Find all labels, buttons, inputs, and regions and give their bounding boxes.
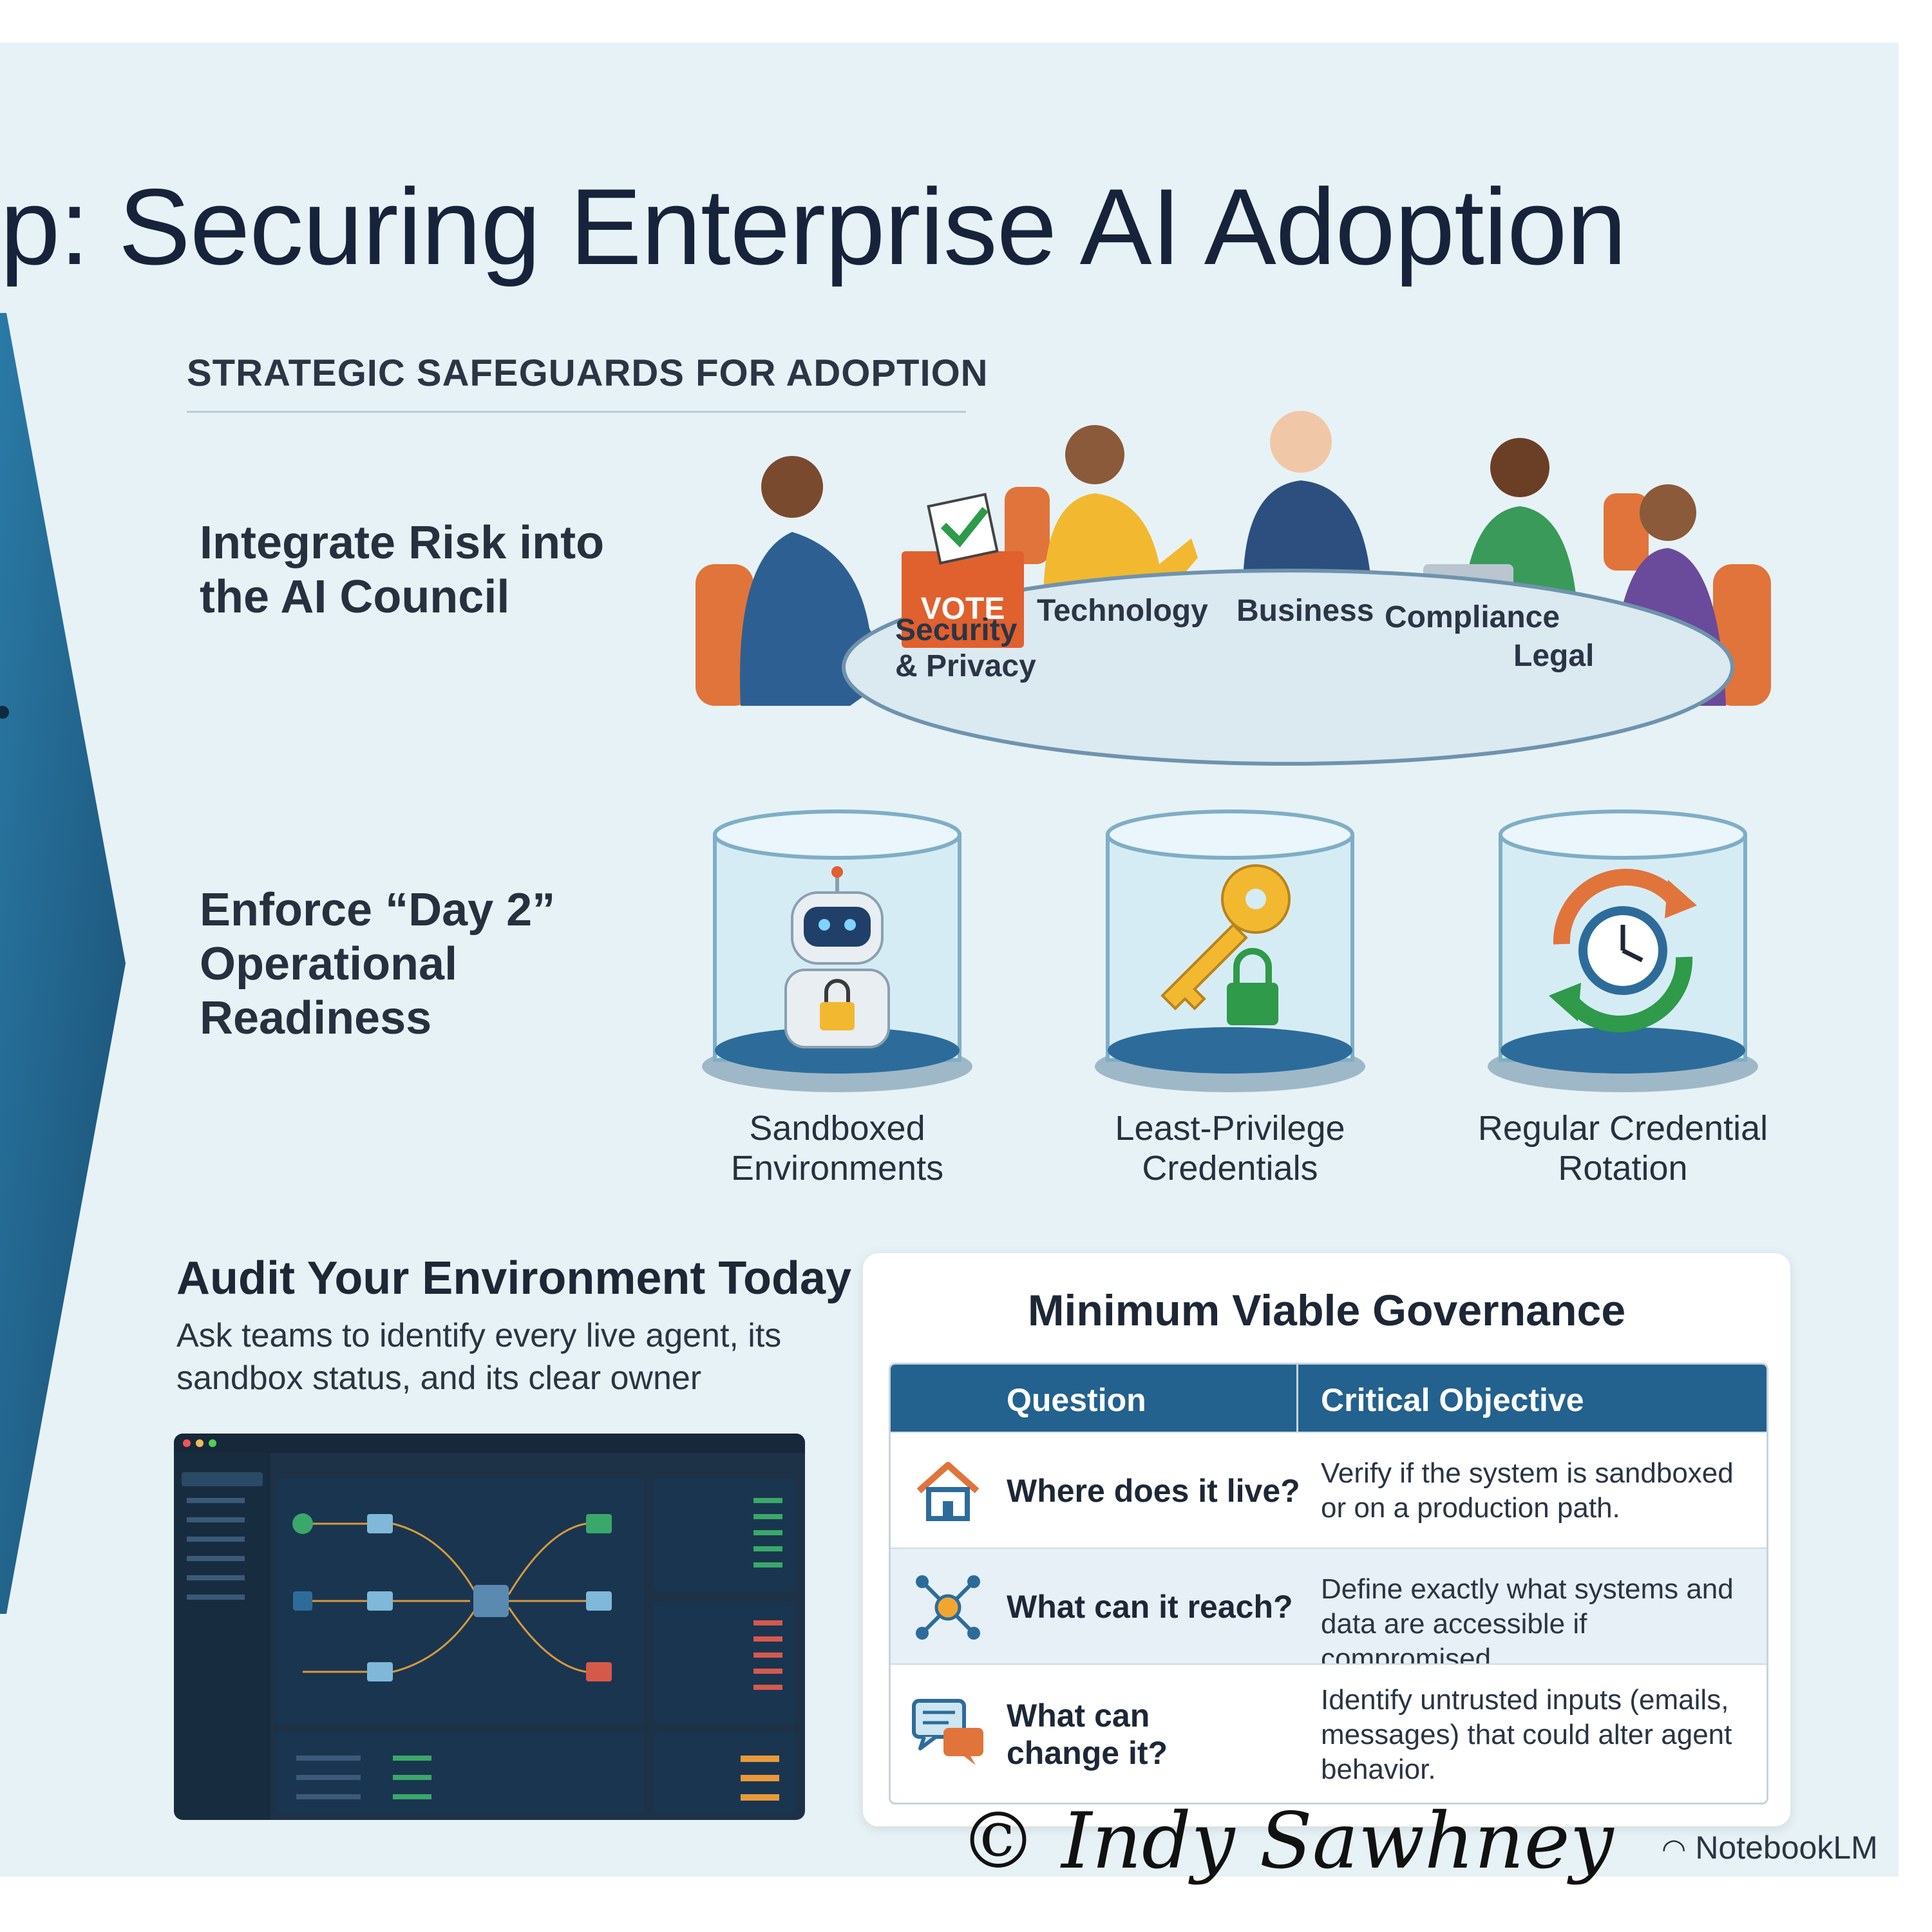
readiness-caption-1-line2: Environments [730,1149,944,1188]
seat-business: Business [1236,594,1374,628]
question-3: What can change it? [1007,1697,1168,1772]
seat-security-line1: Security [895,613,1018,647]
council-heading-line1: Integrate Risk into [200,517,605,569]
section-heading: STRATEGIC SAFEGUARDS FOR ADOPTION [187,352,989,394]
readiness-caption-2-line1: Least-Privilege [1115,1109,1345,1148]
notebooklm-logo-icon: ◠ [1662,1833,1687,1865]
table-row: What can it reach? Define exactly what s… [891,1548,1766,1674]
chair-back-2 [1604,493,1649,571]
house-icon [916,1462,980,1521]
readiness-heading-line2: Operational [200,938,458,990]
header-objective: Critical Objective [1321,1382,1584,1418]
seat-security-line2: & Privacy [895,649,1036,683]
notebooklm-brand: ◠ NotebookLM [1662,1829,1878,1866]
objective-3-line3: behavior. [1321,1754,1436,1785]
dashboard-graphic [174,1434,805,1820]
readiness-caption-2: Least-Privilege Credentials [1063,1108,1397,1188]
objective-3-line1: Identify untrusted inputs (emails, [1321,1684,1729,1716]
page-title: p: Securing Enterprise AI Adoption [0,166,1627,287]
seat-compliance: Compliance [1385,600,1560,634]
question-1: Where does it live? [1007,1473,1300,1509]
seat-legal: Legal [1513,639,1595,673]
question-2: What can it reach? [1007,1589,1293,1625]
objective-2: Define exactly what systems and data are… [1321,1572,1746,1676]
vote-box: VOTE [902,493,1024,648]
readiness-heading-line1: Enforce “Day 2” [200,884,556,936]
author-signature: © Indy Sawhney [960,1797,1614,1886]
notebooklm-label: NotebookLM [1695,1830,1878,1866]
objective-1-line2: or on a production path. [1321,1492,1620,1524]
governance-table: Question Critical Objective Where does i… [889,1363,1768,1804]
chair-back-1 [1005,487,1050,564]
governance-title: Minimum Viable Governance [1027,1286,1626,1335]
network-nodes-icon [916,1575,980,1640]
readiness-caption-3-line2: Rotation [1558,1149,1688,1188]
governance-card: Minimum Viable Governance Question Criti… [863,1253,1790,1826]
table-row: Where does it live? Verify if the system… [891,1432,1766,1549]
jar-sandboxed [702,810,972,1092]
round-table [842,569,1734,766]
jar-least-privilege [1095,810,1365,1092]
readiness-caption-1: Sandboxed Environments [670,1108,1005,1188]
vote-label: VOTE [921,592,1005,626]
question-3-line2: change it? [1007,1735,1168,1771]
header-question: Question [1007,1382,1146,1418]
seat-security: Security & Privacy [895,612,1036,685]
audit-text-line2: sandbox status, and its clear owner [176,1359,702,1397]
robot-lock-icon [784,866,890,1048]
objective-3-line2: messages) that could alter agent [1321,1719,1732,1750]
council-table-illustration: VOTE [696,411,1771,766]
council-heading-line2: the AI Council [200,571,510,623]
clock-rotation-icon [1549,869,1697,1032]
council-heading: Integrate Risk into the AI Council [200,516,604,624]
audit-text-line1: Ask teams to identify every live agent, … [176,1317,782,1354]
person-business [1243,411,1372,590]
chevron-shape [0,313,126,1614]
slide-panel: p: Securing Enterprise AI Adoption STRAT… [0,43,1899,1877]
objective-3: Identify untrusted inputs (emails, messa… [1321,1683,1746,1787]
audit-heading: Audit Your Environment Today [176,1253,852,1304]
seat-technology: Technology [1037,594,1208,628]
dashboard-screenshot [174,1434,805,1820]
chair-left [696,564,753,706]
objective-1: Verify if the system is sandboxed or on … [1321,1456,1746,1526]
readiness-caption-3: Regular Credential Rotation [1455,1108,1790,1188]
readiness-heading: Enforce “Day 2” Operational Readiness [200,883,555,1045]
readiness-caption-1-line1: Sandboxed [749,1109,925,1148]
readiness-caption-3-line1: Regular Credential [1477,1109,1768,1148]
table-row: What can change it? Identify untrusted i… [891,1663,1766,1803]
objective-1-line1: Verify if the system is sandboxed [1321,1457,1734,1489]
audit-text: Ask teams to identify every live agent, … [176,1314,820,1399]
key-lock-icon [1160,864,1291,1025]
objective-2-line1: Define exactly what systems and [1321,1573,1734,1605]
jar-rotation [1488,810,1758,1092]
chat-bubbles-icon [912,1699,983,1765]
readiness-caption-2-line2: Credentials [1142,1149,1318,1188]
table-header: Question Critical Objective [891,1365,1766,1432]
section-divider [187,411,966,413]
question-3-line1: What can [1007,1698,1150,1734]
readiness-heading-line3: Readiness [200,992,432,1044]
